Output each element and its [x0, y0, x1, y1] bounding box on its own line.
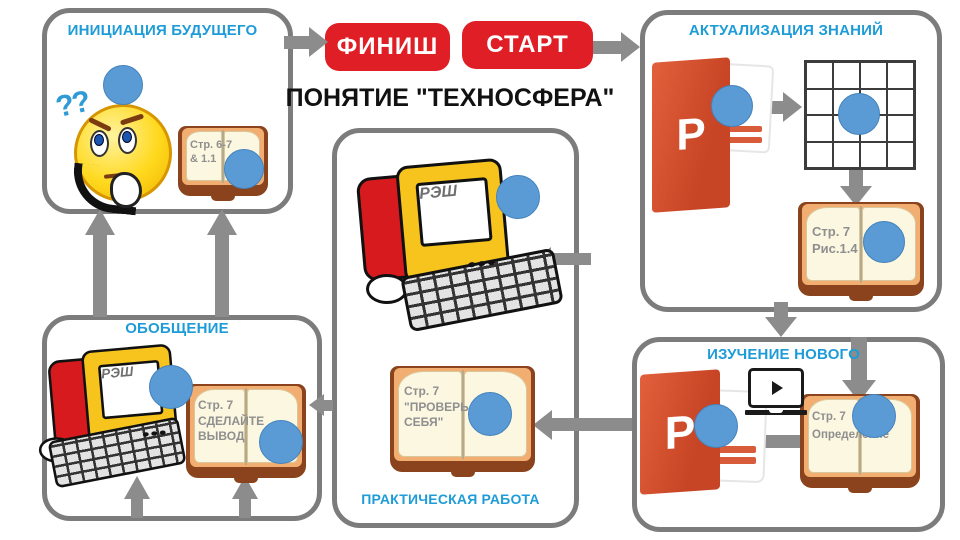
- table-grid-icon: [804, 60, 916, 170]
- annotation-circle-book-generalization[interactable]: [259, 420, 303, 464]
- book-icon-actualization: [798, 202, 924, 301]
- annotation-circle-book-actualization[interactable]: [863, 221, 905, 263]
- book-text-practice: Стр. 7 "ПРОВЕРЬ СЕБЯ": [404, 384, 469, 430]
- computer-icon-practice: РЭШ: [352, 156, 564, 333]
- label-actualization: АКТУАЛИЗАЦИЯ ЗНАНИЙ: [688, 22, 884, 39]
- computer-icon-generalization: РЭШ: [38, 342, 218, 489]
- label-initiation: ИНИЦИАЦИЯ БУДУЩЕГО: [67, 22, 258, 39]
- label-generalization: ОБОБЩЕНИЕ: [125, 320, 229, 337]
- annotation-circle-emoji[interactable]: [103, 65, 143, 105]
- computer-screen-text: РЭШ: [418, 182, 458, 203]
- start-button[interactable]: СТАРТ: [462, 21, 593, 69]
- page-title: ПОНЯТИЕ "ТЕХНОСФЕРА": [285, 84, 615, 112]
- label-new-material: ИЗУЧЕНИЕ НОВОГО: [707, 346, 860, 363]
- mouse-icon: [366, 274, 408, 304]
- video-laptop-icon: [745, 368, 807, 415]
- book-text-initiation: Стр. 6-7 & 1.1: [190, 139, 233, 166]
- annotation-circle-computer-practice[interactable]: [496, 175, 540, 219]
- play-icon: [772, 381, 783, 395]
- computer-screen-text: РЭШ: [100, 364, 134, 382]
- annotation-circle-grid[interactable]: [838, 93, 880, 135]
- book-text-generalization: Стр. 7 СДЕЛАЙТЕ ВЫВОД: [198, 398, 265, 444]
- annotation-circle-book-initiation[interactable]: [224, 149, 264, 189]
- annotation-circle-ppt-new-material[interactable]: [694, 404, 738, 448]
- label-practice: ПРАКТИЧЕСКАЯ РАБОТА: [361, 491, 540, 507]
- powerpoint-letter: P: [652, 57, 730, 213]
- annotation-circle-book-practice[interactable]: [468, 392, 512, 436]
- book-icon-generalization: [186, 384, 306, 483]
- thinking-emoji: ??: [53, 85, 208, 216]
- annotation-circle-computer-generalization[interactable]: [149, 365, 193, 409]
- book-text-actualization: Стр. 7 Рис.1.4: [812, 224, 858, 256]
- finish-button[interactable]: ФИНИШ: [325, 23, 450, 71]
- annotation-circle-ppt-actualization[interactable]: [711, 85, 753, 127]
- annotation-circle-book-new-material[interactable]: [852, 394, 896, 438]
